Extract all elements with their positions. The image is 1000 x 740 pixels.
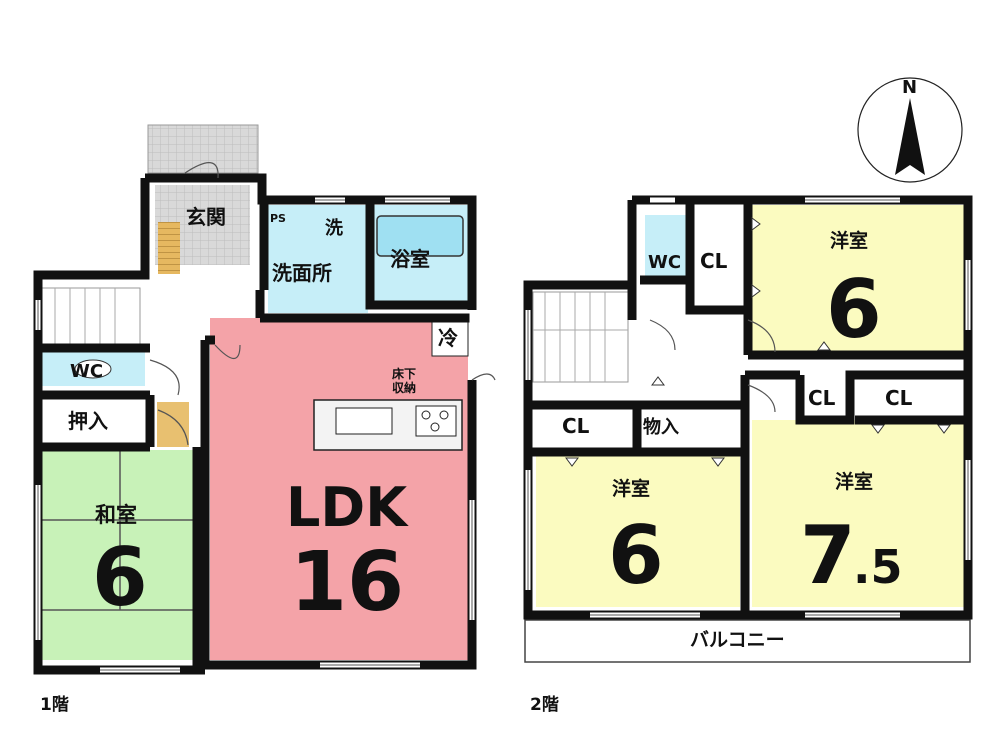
sink [335, 407, 393, 435]
compass: N [857, 77, 963, 183]
yoshitsu-sw-label: 洋室 [612, 477, 650, 500]
wc2-floor [645, 215, 687, 280]
porch [147, 124, 259, 174]
compass-north-label: N [902, 77, 917, 98]
yoshitsu-se-size-frac: .5 [853, 540, 902, 594]
senmenjo-floor [268, 205, 368, 313]
yoshitsu-ne-size: 6 [826, 263, 882, 356]
north-arrow-icon [895, 98, 925, 175]
yoshitsu-sw-size: 6 [608, 509, 664, 602]
genkan-label: 玄関 [186, 205, 226, 229]
wc1-label: WC [70, 361, 103, 382]
monoire-label: 物入 [643, 416, 679, 438]
fridge-space [431, 317, 469, 357]
underfloor-label: 床下 [392, 366, 416, 381]
floor-1-label: 1階 [40, 695, 69, 715]
yoshitsu-sw-floor [536, 455, 740, 607]
toilet-icon [74, 359, 112, 379]
door-swings-1f [149, 162, 496, 446]
yoshitsu-se-floor [752, 420, 964, 607]
cl3-label: CL [885, 386, 913, 410]
bath-label: 浴室 [390, 247, 430, 271]
floor-2: WC CL 洋室 6 CL CL CL 物入 洋室 6 洋室 7 .5 バルコニ… [523, 195, 973, 663]
senmenjo-label: 洗面所 [272, 261, 332, 285]
floor-2-label: 2階 [530, 695, 559, 715]
ldk-floor [210, 318, 468, 660]
genkan-step [158, 222, 180, 274]
sentaku-label: 洗 [325, 217, 343, 239]
washitsu-label: 和室 [95, 503, 137, 527]
stairs-1f [39, 287, 141, 347]
storage-floor [157, 402, 189, 447]
door-swings-2f [649, 319, 776, 413]
washitsu-size: 6 [92, 531, 148, 624]
bathtub [376, 215, 464, 257]
oshiire-label: 押入 [68, 409, 108, 433]
stove [415, 405, 457, 437]
yoshitsu-se-label: 洋室 [835, 470, 873, 493]
cl1-label: CL [700, 249, 728, 273]
cl4-label: CL [562, 414, 590, 438]
balcony-label: バルコニー [690, 629, 785, 651]
yoshitsu-ne-label: 洋室 [830, 229, 868, 252]
walls-2f [523, 195, 973, 620]
balcony [524, 619, 971, 663]
yoshitsu-ne-floor [752, 205, 964, 355]
oshiire-floor [42, 398, 152, 443]
fridge-label: 冷 [438, 326, 458, 350]
ps-label: PS [270, 212, 286, 225]
cl2-label: CL [808, 386, 836, 410]
wc2-label: WC [648, 252, 681, 273]
ldk-size: 16 [290, 535, 404, 630]
storage-label: 収納 [392, 380, 416, 395]
floor-1: 玄関 PS 洗 洗面所 浴室 冷 床下 収納 WC 押入 和室 6 LDK 16 [33, 124, 496, 675]
stairs-2f [532, 291, 629, 383]
yoshitsu-se-size-main: 7 [800, 509, 856, 602]
ldk-label: LDK [286, 476, 409, 539]
